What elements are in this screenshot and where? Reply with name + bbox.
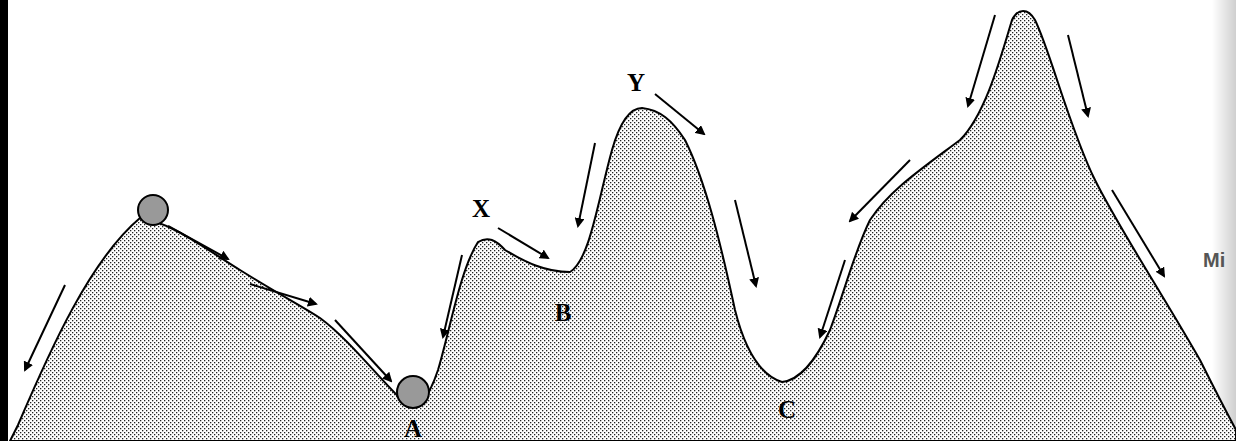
point-label: Y <box>627 70 645 95</box>
point-label: C <box>778 397 796 422</box>
point-label: A <box>404 416 422 441</box>
caption-fragment: Mi <box>1203 250 1225 270</box>
side-panel <box>1212 0 1236 441</box>
point-label: B <box>555 300 572 325</box>
point-label: X <box>472 196 490 221</box>
arrows <box>25 15 1164 381</box>
terrain <box>10 11 1236 441</box>
ball <box>138 195 168 225</box>
left-strip <box>0 0 8 441</box>
ball <box>397 376 429 408</box>
